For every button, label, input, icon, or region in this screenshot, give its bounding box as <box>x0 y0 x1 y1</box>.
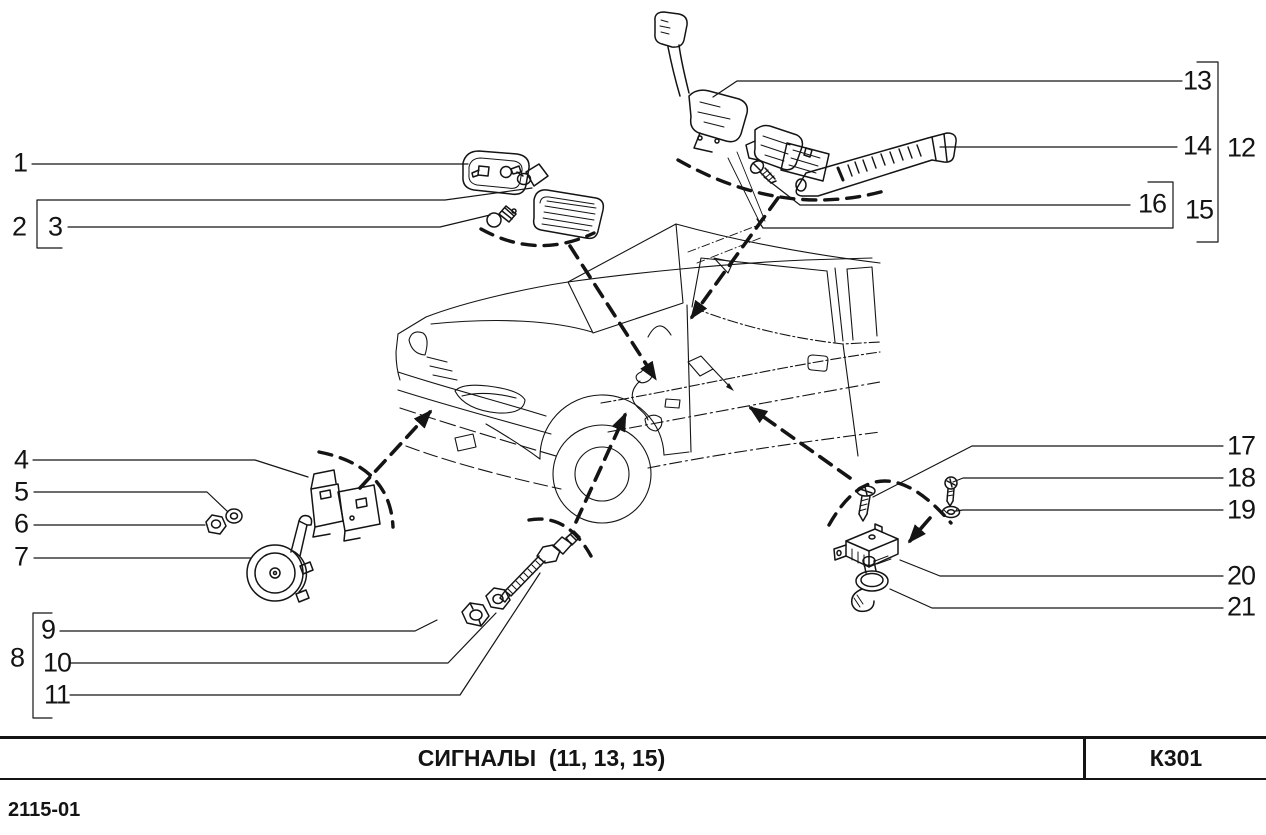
figure-code: К301 <box>1083 739 1266 778</box>
part-13-stalk-lever <box>654 11 749 153</box>
parts <box>205 11 961 627</box>
arrow-stalk-to-column <box>690 196 780 320</box>
wiper-bump <box>647 325 672 338</box>
location-arcs <box>317 158 953 558</box>
dashed-arrows <box>358 196 932 544</box>
leader-20 <box>899 559 1224 577</box>
part-2-repeater-lamp <box>516 163 605 240</box>
part-11-stoplight-switch <box>499 530 581 603</box>
figure-caption: СИГНАЛЫ (11, 13, 15) <box>417 745 666 771</box>
leader-lines <box>31 61 1224 719</box>
rear-door-edge <box>842 343 859 457</box>
part-7-horn <box>246 514 314 603</box>
leader-3 <box>67 214 491 228</box>
headlight <box>454 384 526 414</box>
front-door-edge <box>686 304 692 453</box>
wheel-outer <box>552 424 652 524</box>
arc-switch-group <box>527 517 593 558</box>
part-19-washer <box>941 505 961 519</box>
door-switch-sketch <box>687 355 734 391</box>
bracket-12 <box>1196 61 1219 243</box>
leader-18 <box>952 477 1224 483</box>
hood-line <box>430 319 593 333</box>
leader-5 <box>33 491 229 513</box>
part-3-bulb <box>486 205 517 228</box>
part-5-washer <box>225 508 243 524</box>
part-4-horn-bracket <box>310 469 381 542</box>
part-6-nut <box>205 514 227 535</box>
part-21-door-switch <box>850 555 889 613</box>
part-18-screw <box>944 476 958 507</box>
part-15-stalk <box>795 132 957 197</box>
wheel-arch <box>539 394 665 460</box>
leader-19 <box>955 509 1224 512</box>
arc-horn-group <box>317 450 395 529</box>
leader-2-bracket <box>36 187 533 249</box>
wheel-inner <box>574 446 630 502</box>
part-10-nut-small <box>485 587 511 610</box>
arc-lamp-group <box>479 227 596 248</box>
arc-stalk-group <box>676 158 890 202</box>
bracket-8 <box>32 612 53 719</box>
leader-16 <box>763 176 1131 206</box>
roof-far-edge <box>675 223 881 264</box>
part-16-screw <box>749 160 777 184</box>
arrow-lamp-to-fender <box>568 244 657 381</box>
leader-4 <box>32 459 309 478</box>
part-9-nut-large <box>461 602 490 627</box>
arc-doorswitch-group <box>827 479 953 527</box>
arrow-screws-to-bracket <box>907 516 932 544</box>
leader-9 <box>59 619 438 632</box>
corner-lamp <box>408 331 428 356</box>
caption-table: СИГНАЛЫ (11, 13, 15) К301 <box>0 736 1266 780</box>
bracket-16-leader-15 <box>756 181 1174 229</box>
leader-17 <box>872 445 1224 498</box>
door-handle <box>807 354 829 372</box>
car-sketch <box>395 151 881 524</box>
leader-21 <box>889 588 1224 609</box>
part-20-switch-bracket <box>833 523 899 568</box>
arrow-switch-to-pedal <box>574 412 627 524</box>
fog-lamp <box>454 433 477 452</box>
arrow-bracket-to-door <box>748 406 852 480</box>
pedal-sketch <box>631 368 663 432</box>
leader-13 <box>712 80 1183 98</box>
part-17-screw <box>856 485 876 522</box>
leader-10 <box>69 612 497 664</box>
leader-11 <box>69 572 541 696</box>
arrow-horn-to-front <box>358 409 433 490</box>
doc-number: 2115-01 <box>8 799 81 821</box>
